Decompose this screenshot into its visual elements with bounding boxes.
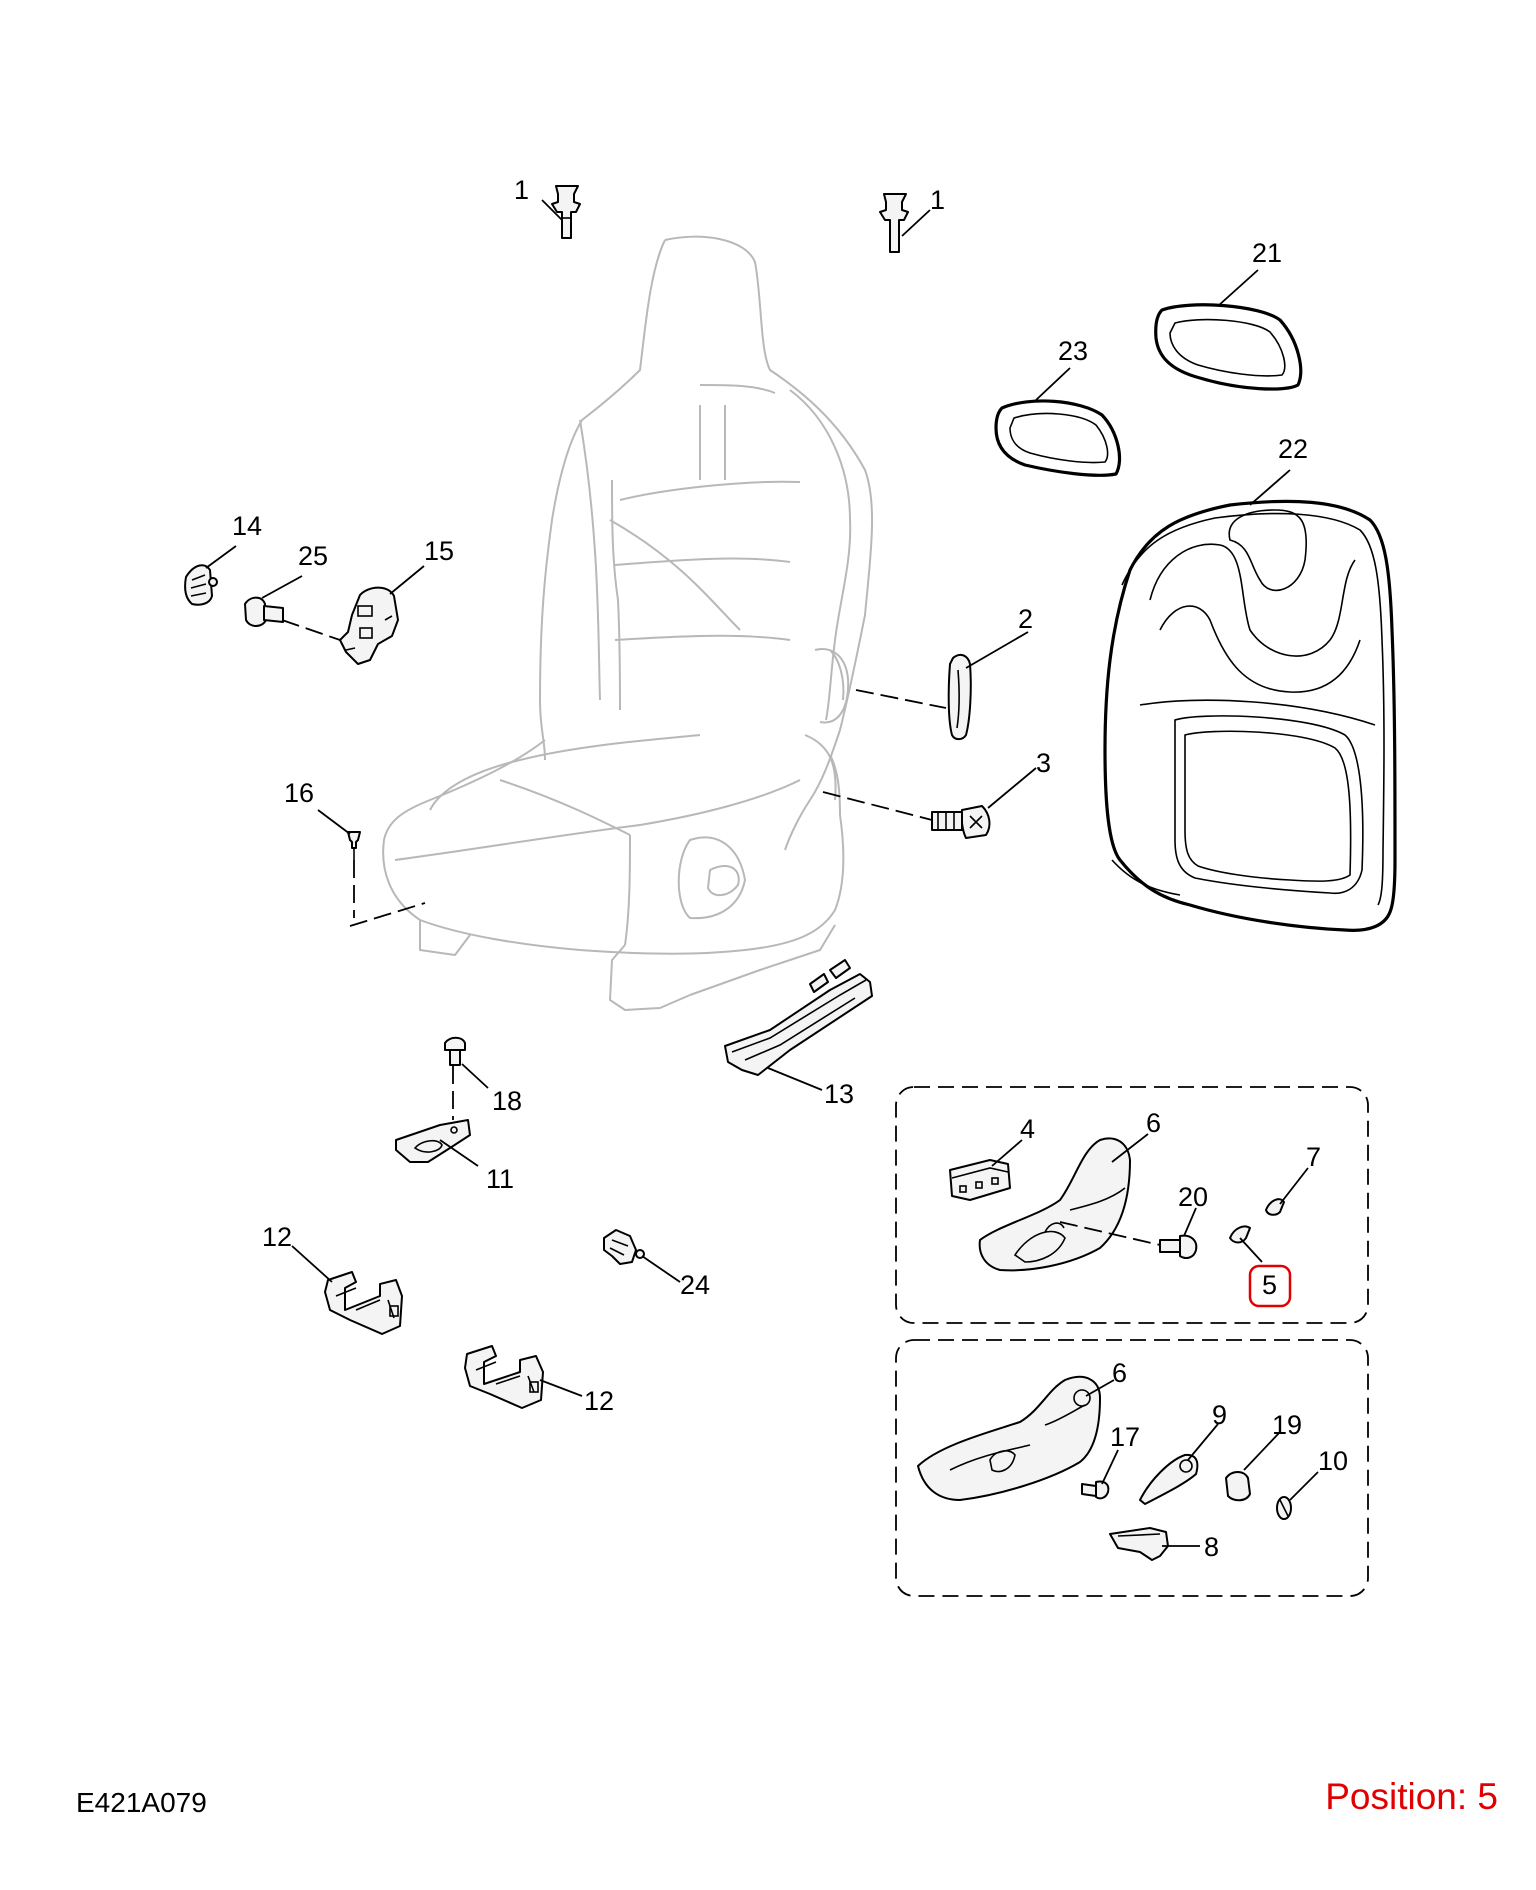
callout-4: 4: [1020, 1114, 1035, 1144]
part-15-bracket: [339, 586, 399, 665]
part-20-screw: [1159, 1234, 1198, 1259]
part-6-side-trim-upper: [978, 1137, 1131, 1272]
callout-12b: 12: [584, 1386, 614, 1416]
part-14-cover: [184, 564, 218, 606]
detail-box-lower: [895, 1339, 1369, 1597]
callout-6b: 6: [1112, 1358, 1127, 1388]
callout-19: 19: [1272, 1410, 1302, 1440]
callout-9: 9: [1212, 1400, 1227, 1430]
callout-1b: 1: [930, 185, 945, 215]
part-21-trim-bezel: [1154, 303, 1303, 391]
callout-14: 14: [232, 511, 262, 541]
part-13-rail-cover: [724, 959, 873, 1076]
part-16-pin: [347, 831, 361, 860]
position-highlight: [1248, 1264, 1292, 1308]
part-5-pad: [1229, 1225, 1251, 1244]
part-23-trim-bezel: [994, 399, 1122, 477]
callout-24: 24: [680, 1270, 710, 1300]
callout-20: 20: [1178, 1182, 1208, 1212]
part-11-bracket: [395, 1119, 471, 1163]
seat-outline: [382, 235, 874, 1011]
callout-1a: 1: [514, 175, 529, 205]
callout-22: 22: [1278, 434, 1308, 464]
callout-18: 18: [492, 1086, 522, 1116]
callout-7: 7: [1306, 1142, 1321, 1172]
part-19-knob: [1225, 1471, 1251, 1502]
part-10-ring: [1276, 1496, 1292, 1520]
position-indicator: Position: 5: [1325, 1776, 1498, 1818]
part-17-screw: [1081, 1480, 1110, 1500]
part-6-side-trim-lower: [917, 1375, 1101, 1501]
position-prefix: Position:: [1325, 1776, 1468, 1817]
callout-25: 25: [298, 541, 328, 571]
part-9-lever: [1139, 1453, 1199, 1505]
callout-21: 21: [1252, 238, 1282, 268]
part-24-clip: [603, 1229, 645, 1265]
part-22-backrest-panel: [1103, 499, 1397, 932]
callout-12a: 12: [262, 1222, 292, 1252]
callout-8: 8: [1204, 1532, 1219, 1562]
part-1-headrest-guide-right: [879, 193, 909, 253]
part-25-bolt: [244, 596, 284, 627]
position-value: 5: [1477, 1776, 1498, 1817]
part-3-screw: [931, 805, 991, 839]
part-8-handle: [1109, 1527, 1169, 1561]
part-7-plate: [1265, 1198, 1285, 1216]
callout-17: 17: [1110, 1422, 1140, 1452]
callout-11: 11: [486, 1164, 514, 1194]
part-12-clip-upper: [324, 1271, 403, 1335]
callout-5: 5: [1262, 1270, 1277, 1300]
leader-lines: [205, 199, 1319, 1547]
part-18-bolt: [444, 1036, 466, 1066]
detail-box-upper: [895, 1086, 1369, 1324]
callout-labels: 1 1 21 23 22 2 3 14 25 15 16 18 11 13 12…: [232, 175, 1348, 1562]
callout-16: 16: [284, 778, 314, 808]
callout-23: 23: [1058, 336, 1088, 366]
callout-3: 3: [1036, 748, 1051, 778]
part-1-headrest-guide-left: [551, 185, 581, 239]
callout-2: 2: [1018, 604, 1033, 634]
callout-6a: 6: [1146, 1108, 1161, 1138]
part-2-trim-strip: [947, 653, 972, 741]
part-12-clip-lower: [464, 1345, 544, 1409]
callout-10: 10: [1318, 1446, 1348, 1476]
part-4-switch-module: [949, 1159, 1011, 1201]
callout-15: 15: [424, 536, 454, 566]
callout-13: 13: [824, 1079, 854, 1109]
diagram-code: E421A079: [76, 1787, 207, 1818]
